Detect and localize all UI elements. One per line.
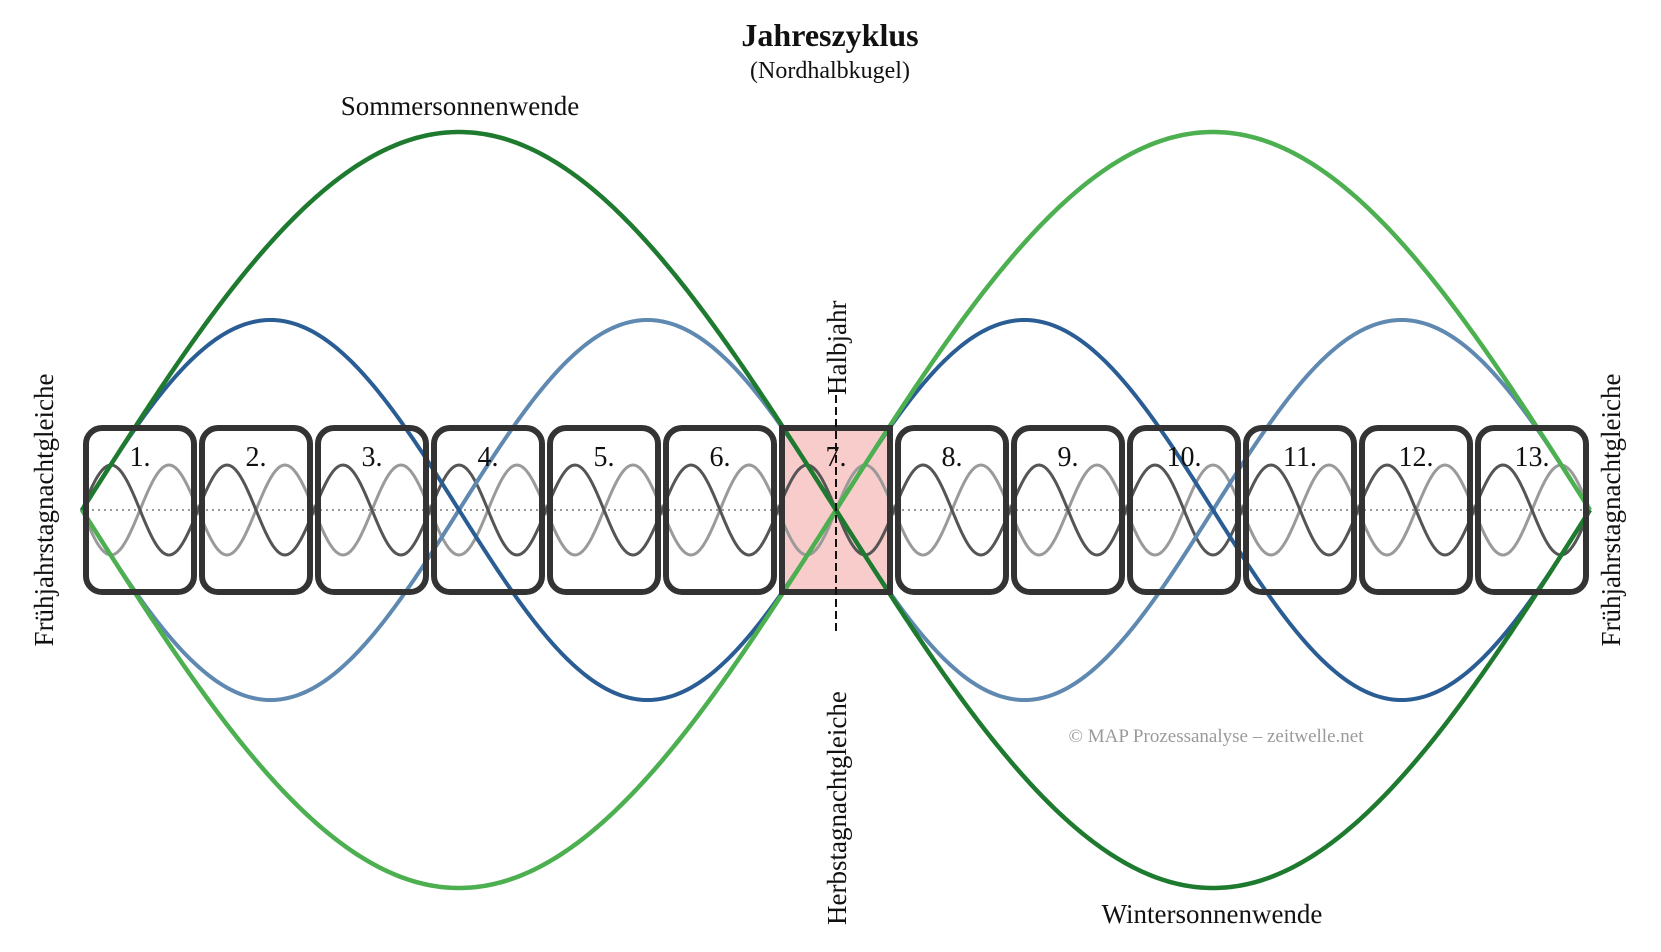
- period-number: 13.: [1515, 442, 1550, 473]
- period-box: [547, 425, 661, 595]
- period-number: 4.: [478, 442, 499, 473]
- period-number: 2.: [246, 442, 267, 473]
- period-number: 11.: [1283, 442, 1317, 473]
- diagram-title: Jahreszyklus: [741, 17, 918, 53]
- copyright-text: © MAP Prozessanalyse – zeitwelle.net: [1069, 726, 1365, 747]
- winter-solstice-label: Wintersonnenwende: [1102, 899, 1323, 929]
- period-box: [315, 425, 429, 595]
- period-number: 5.: [594, 442, 615, 473]
- period-number: 8.: [942, 442, 963, 473]
- period-number: 1.: [130, 442, 151, 473]
- period-box: [199, 425, 313, 595]
- summer-solstice-label: Sommersonnenwende: [341, 91, 579, 121]
- period-box: [1359, 425, 1473, 595]
- period-box: [83, 425, 197, 595]
- period-number: 10.: [1167, 442, 1202, 473]
- period-number: 6.: [710, 442, 731, 473]
- half-year-label: Halbjahr: [822, 301, 852, 395]
- period-number: 3.: [362, 442, 383, 473]
- period-box: [1475, 425, 1589, 595]
- spring-equinox-label-left: Frühjahrstagnachtgleiche: [29, 374, 59, 647]
- period-box: [1243, 425, 1357, 595]
- autumn-equinox-label: Herbstagnachtgleiche: [822, 691, 852, 925]
- period-box: [663, 425, 777, 595]
- spring-equinox-label-right: Frühjahrstagnachtgleiche: [1596, 374, 1626, 647]
- diagram-subtitle: (Nordhalbkugel): [750, 58, 910, 84]
- period-box: [1127, 425, 1241, 595]
- period-box: [431, 425, 545, 595]
- period-box: [1011, 425, 1125, 595]
- period-number: 12.: [1399, 442, 1434, 473]
- period-number: 9.: [1058, 442, 1079, 473]
- period-box-outlines: 1.2.3.4.5.6.7.8.9.10.11.12.13.: [83, 425, 1589, 595]
- period-box: [895, 425, 1009, 595]
